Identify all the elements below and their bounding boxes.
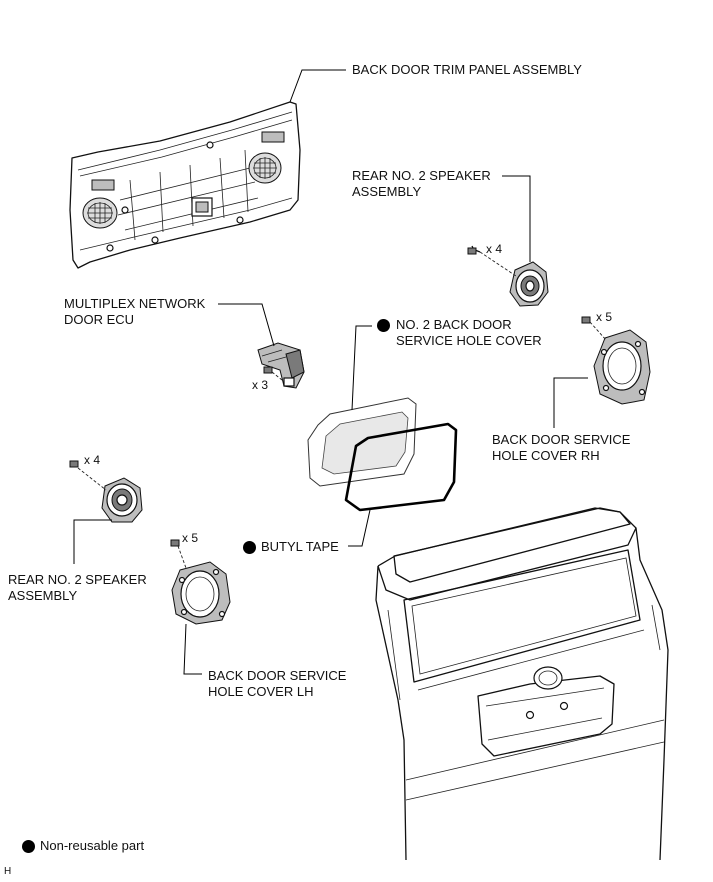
service-cover-lh-drawing	[170, 539, 231, 625]
footer-code: H	[4, 866, 12, 877]
non-reusable-marker-icon	[377, 319, 390, 332]
speaker-rh-drawing	[467, 245, 549, 307]
qty-cover-rh-screws: x 5	[596, 310, 613, 324]
label-speaker-rh: REAR NO. 2 SPEAKER ASSEMBLY	[352, 168, 491, 199]
label-service-cover-rh: BACK DOOR SERVICE HOLE COVER RH	[492, 432, 631, 463]
leader-lines	[73, 69, 588, 675]
service-cover-rh-drawing	[581, 316, 651, 405]
speaker-lh-drawing	[69, 460, 143, 523]
legend-non-reusable-text: Non-reusable part	[40, 838, 145, 853]
ecu-drawing	[257, 342, 305, 389]
label-ecu: MULTIPLEX NETWORK DOOR ECU	[64, 296, 206, 327]
label-service-cover-lh: BACK DOOR SERVICE HOLE COVER LH	[208, 668, 347, 699]
trim-panel-drawing	[69, 101, 301, 269]
label-service-cover-2: NO. 2 BACK DOOR SERVICE HOLE COVER	[396, 317, 542, 348]
butyl-tape-drawing	[344, 422, 458, 512]
non-reusable-marker-icon	[243, 541, 256, 554]
qty-ecu-screws: x 3	[252, 378, 269, 392]
qty-cover-lh-screws: x 5	[182, 531, 199, 545]
back-door-drawing	[375, 507, 669, 861]
label-butyl-tape: BUTYL TAPE	[261, 539, 339, 554]
label-speaker-lh: REAR NO. 2 SPEAKER ASSEMBLY	[8, 572, 147, 603]
legend-non-reusable-icon	[22, 840, 35, 853]
qty-speaker-rh-screws: x 4	[486, 242, 503, 256]
qty-speaker-lh-screws: x 4	[84, 453, 101, 467]
label-trim-panel: BACK DOOR TRIM PANEL ASSEMBLY	[352, 62, 582, 77]
